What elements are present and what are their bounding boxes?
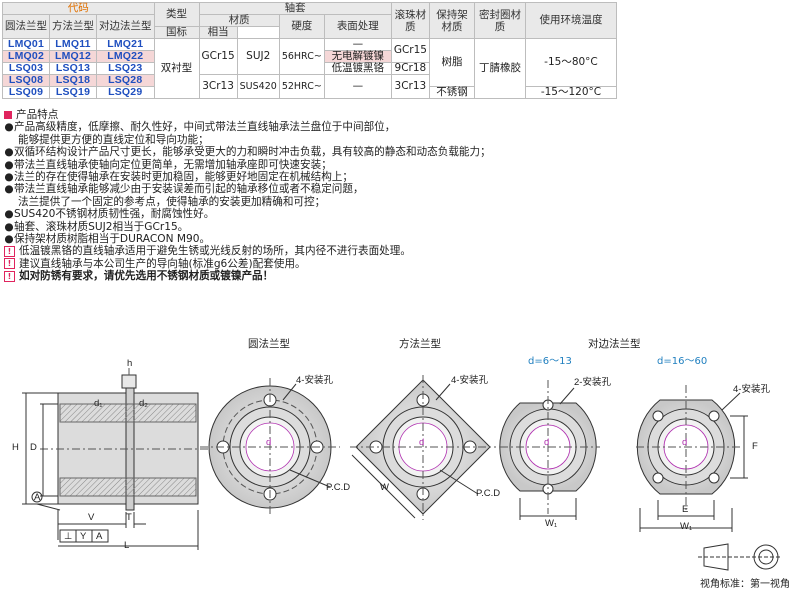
- feature-item: ●带法兰直线轴承能够减少由于安装误差而引起的轴承移位或者不稳定问题，: [4, 183, 364, 196]
- surface-ni: 无电解镀镍: [323, 50, 392, 63]
- warning-icon: !: [4, 270, 15, 282]
- warning-item: !建议直线轴承与本公司生产的导向轴(标准g6公差)配套使用。: [4, 258, 794, 270]
- retainer-2: 不锈钢: [428, 86, 475, 99]
- code-square: LSQ19: [49, 86, 97, 99]
- warning-icon: !: [4, 258, 15, 270]
- warning-item: !低温镀黑铬的直线轴承适用于避免生锈或光线反射的场所，其内径不进行表面处理。: [4, 245, 794, 257]
- surface-dash-2: —: [323, 74, 392, 99]
- feature-item: 能够提供更方便的直线定位和导向功能；: [18, 133, 209, 146]
- label-pcd-round: P.C.D: [326, 482, 351, 493]
- env-2: -15～120°C: [524, 86, 617, 99]
- feature-item: ●轴套、滚珠材质SUJ2相当于GCr15。: [4, 220, 189, 233]
- label-holes-square: 4-安装孔: [451, 375, 488, 386]
- caption-square: 方法兰型: [399, 338, 441, 350]
- feature-item: ●法兰的存在使得轴承在安装时更加稳固，能够更好地固定在机械结构上；: [4, 171, 353, 184]
- label-W-square: W: [380, 482, 389, 493]
- feature-item: ●产品高级精度，低摩擦、耐久性好，中间式带法兰直线轴承法兰盘位于中间部位，: [4, 121, 396, 134]
- caption-round: 圆法兰型: [248, 338, 290, 350]
- code-round: LSQ09: [2, 86, 50, 99]
- header-round: 圆法兰型: [2, 14, 50, 39]
- code-opp: LSQ29: [96, 86, 155, 99]
- hardness-2: 52HRC~: [278, 74, 325, 99]
- label-pcd-square: P.C.D: [476, 488, 501, 499]
- label-holes-round: 4-安装孔: [296, 375, 333, 386]
- mat2-national: 3Cr13: [198, 74, 238, 99]
- code-round: LMQ02: [2, 50, 50, 63]
- label-datum-A: A: [34, 492, 41, 503]
- range-small: d=6～13: [528, 356, 572, 367]
- label-H: H: [12, 442, 19, 453]
- label-h: h: [127, 358, 133, 369]
- label-d1: d₁: [94, 398, 103, 409]
- caption-opposite: 对边法兰型: [588, 338, 641, 350]
- warning-item: !如对防锈有要求，请优先选用不锈钢材质或镀镍产品！: [4, 270, 794, 282]
- tol-Y: Y: [80, 531, 87, 542]
- view-standard: 视角标准：第一视角: [700, 579, 790, 590]
- code-square: LMQ12: [49, 50, 97, 63]
- header-type: 类型: [153, 2, 200, 27]
- code-square: LSQ13: [49, 62, 97, 75]
- tol-A: A: [96, 531, 103, 542]
- header-equiv: 相当: [198, 26, 238, 39]
- env-1: -15～80°C: [524, 38, 617, 87]
- tolerance-frame: [59, 529, 109, 543]
- code-opp: LMQ22: [96, 50, 155, 63]
- label-D: D: [30, 442, 37, 453]
- header-shaft-sleeve: 轴套: [198, 2, 392, 15]
- label-d2: d₂: [139, 398, 148, 409]
- mat1-equiv: SUJ2: [236, 38, 280, 75]
- mat2-equiv: SUS420: [236, 74, 280, 99]
- header-opp: 对边法兰型: [96, 14, 155, 39]
- warning-icon: !: [4, 245, 15, 257]
- range-large: d=16～60: [657, 356, 708, 367]
- section-marker-icon: [4, 111, 12, 120]
- feature-item: ●双循环结构设计产品尺寸更长，能够承受更大的力和瞬时冲击负载，具有较高的静态和动…: [4, 146, 491, 159]
- code-square: LSQ18: [49, 74, 97, 87]
- header-hardness: 硬度: [278, 14, 325, 39]
- label-T: T: [126, 512, 132, 523]
- side-view: [22, 368, 214, 550]
- round-flange-view: [200, 378, 340, 516]
- label-d-round: d: [266, 437, 272, 448]
- header-ball: 滚珠材质: [390, 2, 430, 39]
- feature-item: 法兰提供了一个固定的参考点，使得轴承的安装更加精确和可控；: [18, 195, 326, 208]
- label-W1-small: W₁: [545, 518, 558, 529]
- opposite-flange-small-view: [499, 380, 600, 520]
- feature-item: ●SUS420不锈钢材质韧性强，耐腐蚀性好。: [4, 208, 215, 221]
- label-d-opp-small: d: [544, 437, 550, 448]
- ball-3: 3Cr13: [390, 74, 430, 99]
- feature-item: ●带法兰直线轴承使轴向定位更简单，无需增加轴承座即可快速安装；: [4, 158, 332, 171]
- retainer-1: 树脂: [428, 38, 475, 87]
- features-section: 产品特点 ●产品高级精度，低摩擦、耐久性好，中间式带法兰直线轴承法兰盘位于中间部…: [4, 109, 794, 283]
- features-title: 产品特点: [4, 109, 794, 121]
- label-L: L: [124, 540, 130, 551]
- header-env: 使用环境温度: [524, 2, 617, 39]
- feature-item: ●保持架材质树脂相当于DURACON M90。: [4, 233, 211, 246]
- label-W1-large: W₁: [680, 521, 693, 532]
- seal-value: 丁腈橡胶: [473, 38, 526, 99]
- header-material: 材质: [198, 14, 280, 27]
- label-V: V: [88, 512, 95, 523]
- header-surface: 表面处理: [323, 14, 392, 39]
- tol-perp-symbol: ⊥: [64, 531, 73, 542]
- label-E: E: [682, 504, 689, 515]
- code-opp: LSQ28: [96, 74, 155, 87]
- opposite-flange-large-view: [636, 385, 748, 532]
- label-d-square: d: [419, 437, 425, 448]
- label-holes-opp-small: 2-安装孔: [574, 377, 611, 388]
- label-d-opp-large: d: [682, 437, 688, 448]
- square-flange-view: [350, 375, 496, 520]
- header-square: 方法兰型: [49, 14, 97, 39]
- projection-symbol-icon: [698, 543, 782, 571]
- label-holes-opp-large: 4-安装孔: [733, 384, 770, 395]
- spec-table: 代码 类型 轴套 滚珠材质 保持架材质 密封圈材质 使用环境温度 圆法兰型 方法…: [2, 2, 617, 99]
- header-seal: 密封圈材质: [473, 2, 526, 39]
- label-F: F: [752, 441, 758, 452]
